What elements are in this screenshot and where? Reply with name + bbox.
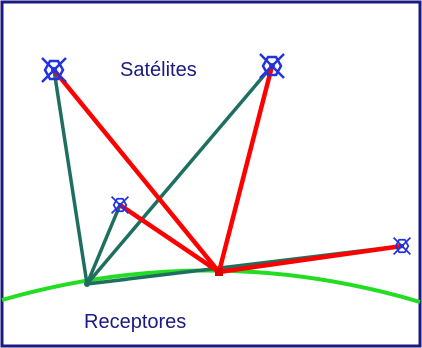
signal-line-r2-s2 — [216, 65, 275, 273]
receivers-label: Receptores — [84, 311, 187, 333]
satellite-icon — [40, 56, 68, 84]
signal-line-r2-s4 — [218, 243, 403, 275]
signal-line-r1-s2 — [85, 64, 274, 286]
signal-line-r1-s3 — [85, 204, 122, 285]
satellite-icon — [258, 52, 286, 80]
satellite-icon — [110, 195, 130, 215]
signal-line-r2-s1 — [52, 68, 221, 274]
satellite-icon — [392, 236, 412, 256]
signals-receiver-2 — [52, 65, 403, 275]
receiver-icon — [215, 268, 223, 276]
signal-line-r2-s3 — [118, 203, 221, 274]
signal-line-r1-s1 — [52, 69, 89, 285]
satellites-label: Satélites — [120, 59, 197, 81]
receiver-icon — [84, 281, 90, 287]
